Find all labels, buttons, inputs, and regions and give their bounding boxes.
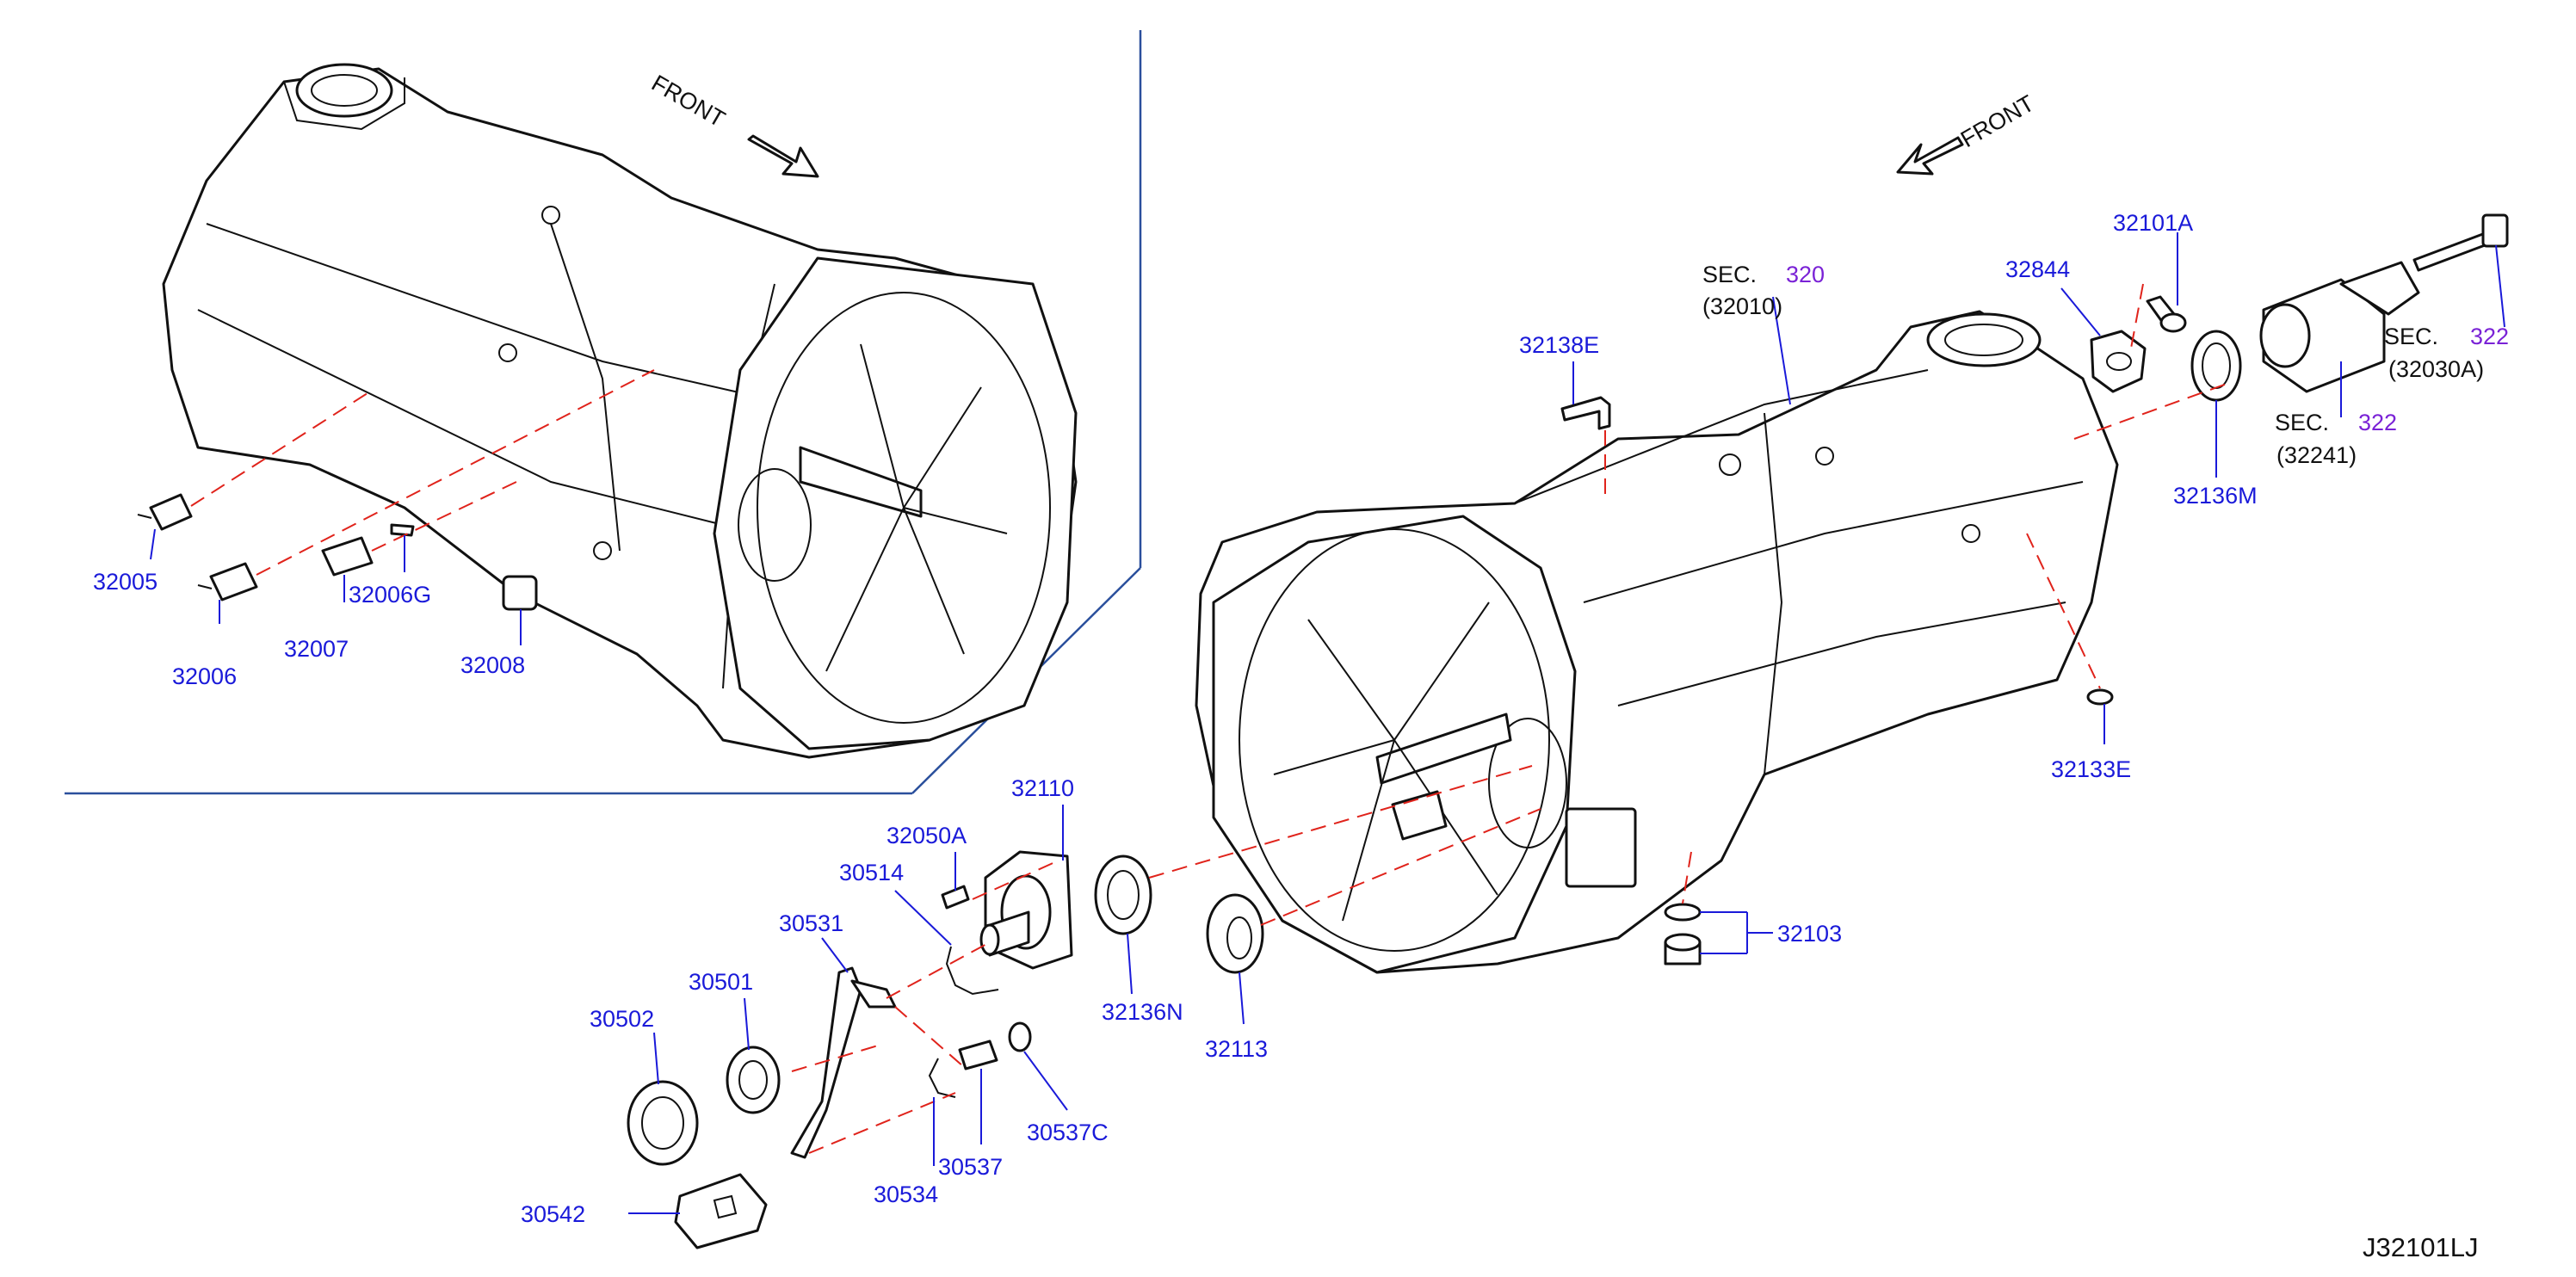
right-top-parts <box>1560 213 2509 965</box>
switch-32007 <box>321 536 374 577</box>
left-switch-parts <box>137 493 538 611</box>
front-arrow-left-icon <box>747 134 819 178</box>
svg-text:SEC.: SEC. <box>1702 262 1757 287</box>
label-30537c: 30537C <box>1027 1120 1109 1145</box>
oil-seal-32136n <box>1094 854 1152 935</box>
gasket-32133e <box>2086 688 2114 706</box>
right-bottom-parts <box>627 850 1264 1249</box>
left-alignment-lines <box>190 369 655 576</box>
section-ref-320: SEC. 320 (32010) <box>1702 262 1825 319</box>
label-32136m: 32136M <box>2173 483 2258 509</box>
svg-text:(32010): (32010) <box>1702 293 1782 319</box>
bolt-32101a <box>2146 295 2187 333</box>
label-30501: 30501 <box>689 969 753 995</box>
label-32110: 32110 <box>1011 775 1074 801</box>
label-32008: 32008 <box>460 652 525 678</box>
svg-text:322: 322 <box>2470 324 2509 349</box>
label-32101a: 32101A <box>2113 210 2193 236</box>
oil-seal-32136m <box>2190 330 2242 402</box>
label-30542: 30542 <box>521 1201 585 1227</box>
bracket-32844 <box>2090 330 2147 393</box>
bolt-32006g <box>390 523 415 537</box>
left-labels: 32005 32006 32007 32006G 32008 <box>93 569 525 689</box>
label-32844: 32844 <box>2005 256 2070 282</box>
label-32006g: 32006G <box>349 582 431 608</box>
label-32050a: 32050A <box>886 823 967 848</box>
right-leaders <box>628 232 2505 1214</box>
label-30531: 30531 <box>779 910 843 936</box>
front-arrow-right-icon <box>1896 136 1964 176</box>
washer-30537c <box>1008 1021 1032 1052</box>
bearing-30502 <box>627 1080 699 1166</box>
bolt-32241 <box>2412 213 2509 272</box>
label-32103: 32103 <box>1777 921 1842 947</box>
left-leaders <box>150 528 522 645</box>
seal-32113 <box>1206 893 1264 974</box>
label-30534: 30534 <box>874 1181 938 1207</box>
plug-32103 <box>1664 903 1702 965</box>
fork-30531 <box>790 966 897 1159</box>
section-ref-322-extension: SEC. 322 (32030A) <box>2384 324 2509 382</box>
bearing-30501 <box>726 1046 781 1114</box>
svg-text:322: 322 <box>2358 410 2397 435</box>
diagram-id: J32101LJ <box>2363 1232 2478 1262</box>
front-indicator-left: FRONT <box>647 70 819 178</box>
switch-32006 <box>197 562 258 601</box>
label-30537: 30537 <box>938 1154 1003 1180</box>
plug-32008 <box>502 575 538 611</box>
label-32007: 32007 <box>284 636 349 662</box>
spring-30514 <box>945 946 999 996</box>
label-32113: 32113 <box>1205 1036 1268 1062</box>
label-32006: 32006 <box>172 663 237 689</box>
clip-30534 <box>928 1058 956 1098</box>
label-32133e: 32133E <box>2051 756 2131 782</box>
extension-32030a <box>2259 261 2420 393</box>
guide-32110 <box>979 850 1073 970</box>
svg-text:SEC.: SEC. <box>2384 324 2438 349</box>
label-32138e: 32138E <box>1519 332 1599 358</box>
switch-32005 <box>137 493 193 531</box>
breather-tube-32138e <box>1560 396 1611 430</box>
front-indicator-right: FRONT <box>1896 90 2039 176</box>
right-labels: 32101A 32844 32138E 32136M 32133E 32103 … <box>521 210 2258 1227</box>
front-label-right: FRONT <box>1956 90 2039 152</box>
section-ref-322-bolt: SEC. 322 (32241) <box>2275 410 2397 468</box>
svg-text:320: 320 <box>1786 262 1825 287</box>
bolt-32050a <box>941 885 970 910</box>
label-30514: 30514 <box>839 860 904 885</box>
svg-text:SEC.: SEC. <box>2275 410 2329 435</box>
label-30502: 30502 <box>590 1006 654 1032</box>
boot-30542 <box>674 1173 768 1249</box>
right-alignment-lines <box>791 283 2230 1154</box>
label-32136n: 32136N <box>1102 999 1183 1025</box>
front-label-left: FRONT <box>647 70 730 132</box>
pivot-30537 <box>958 1039 998 1070</box>
right-transmission-case <box>1195 310 2119 974</box>
label-32005: 32005 <box>93 569 158 595</box>
svg-text:(32241): (32241) <box>2276 442 2357 468</box>
left-transmission-case <box>162 63 1078 759</box>
svg-text:(32030A): (32030A) <box>2388 356 2484 382</box>
